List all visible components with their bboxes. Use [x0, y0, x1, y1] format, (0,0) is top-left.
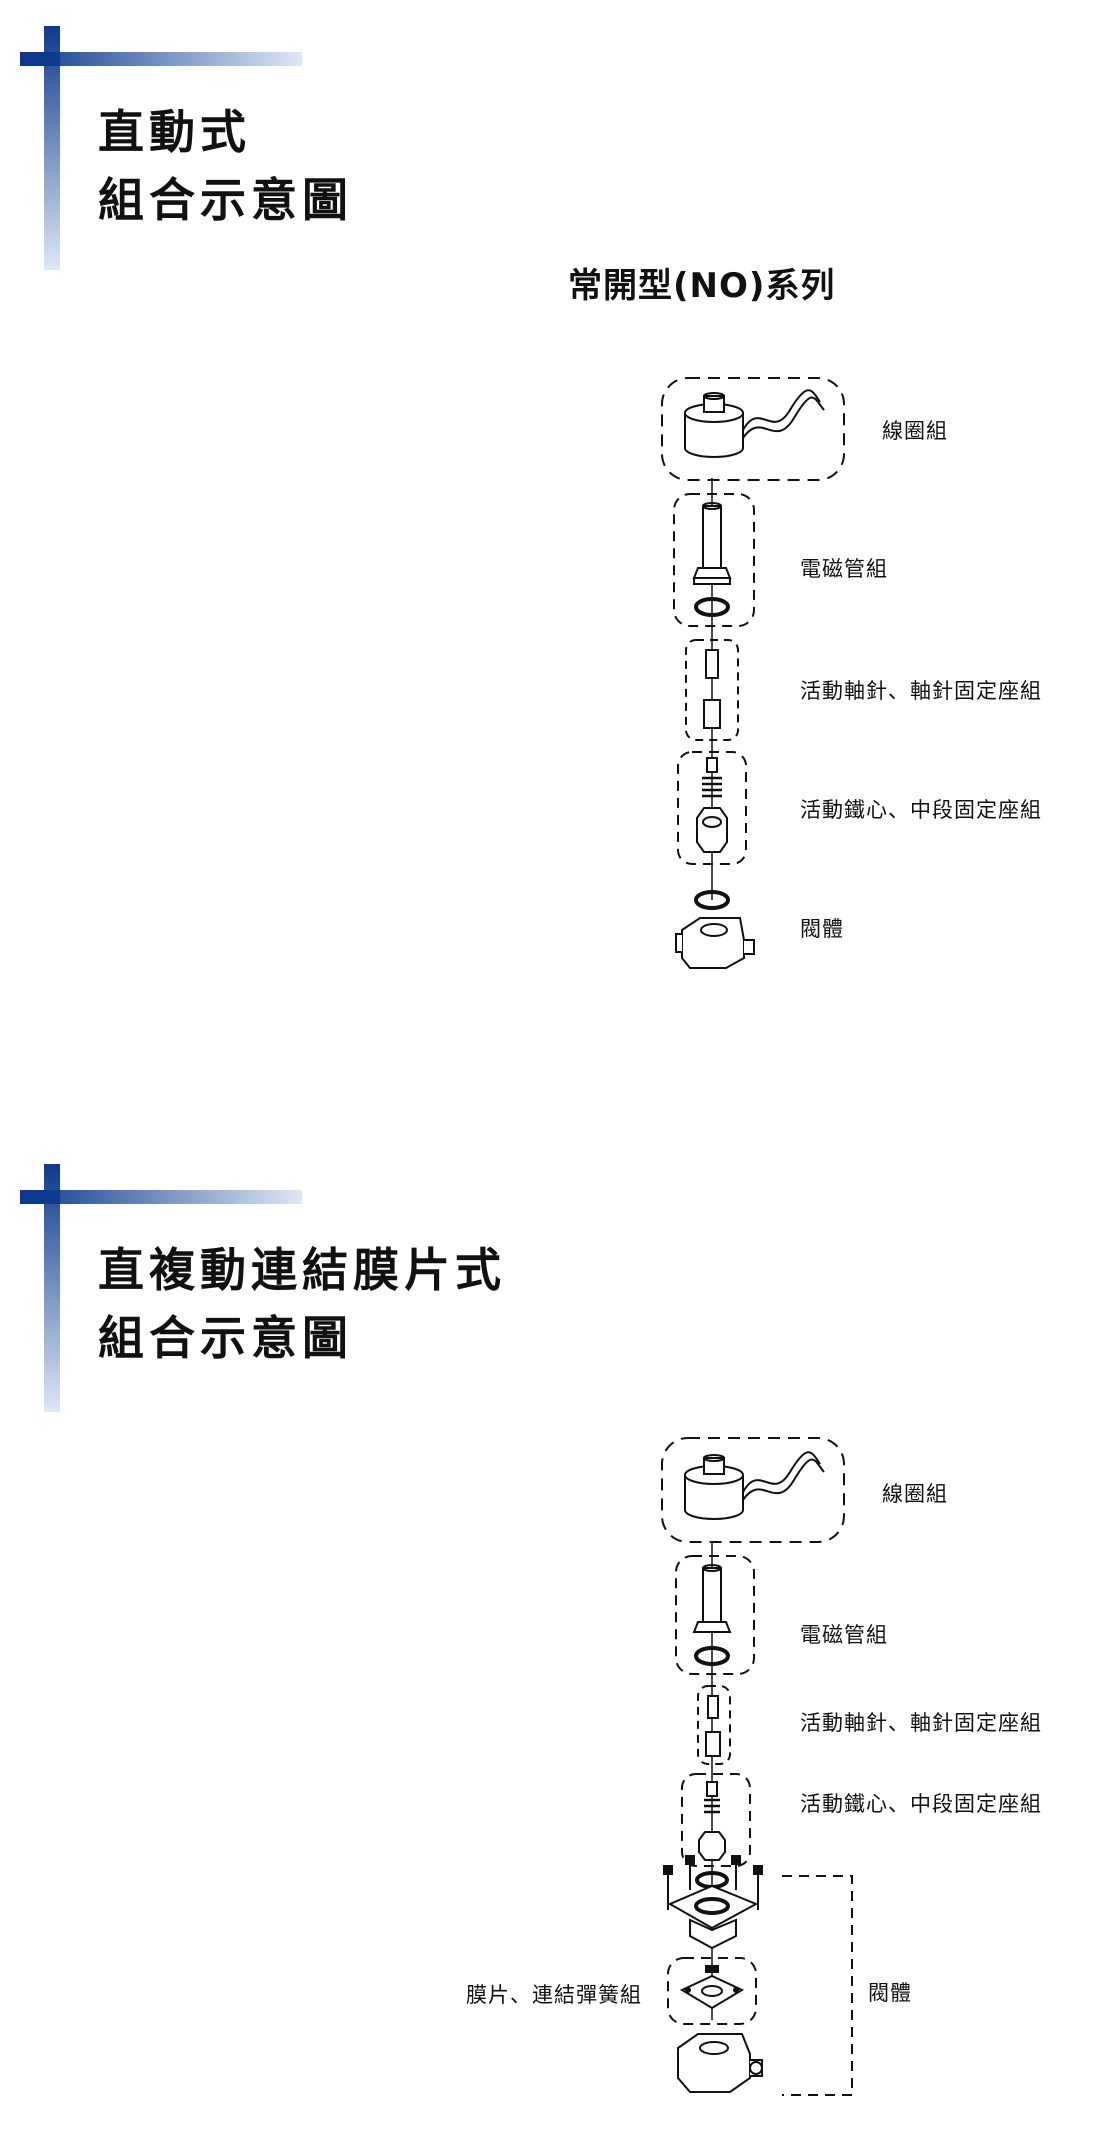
core-group-frame — [681, 1773, 751, 1867]
label-valve-body: 閥體 — [868, 1981, 912, 2005]
heading-line-1: 直複動連結膜片式 — [98, 1243, 506, 1297]
diaphragm-icon — [679, 1965, 745, 2010]
solenoid-tube-frame — [673, 493, 755, 627]
label-diaphragm-group: 膜片、連結彈簧組 — [466, 1983, 642, 2007]
section-direct-acting: 直動式 組合示意圖 常開型(NO)系列 — [20, 26, 1042, 969]
section-pilot-diaphragm: 直複動連結膜片式 組合示意圖 — [0, 1150, 1100, 2124]
valve-body-bracket — [782, 1875, 853, 2096]
label-solenoid-tube-group: 電磁管組 — [800, 1623, 888, 1647]
coil-group-frame — [661, 1437, 845, 1543]
title-decoration — [20, 26, 302, 270]
label-pin-group: 活動軸針、軸針固定座組 — [800, 679, 1042, 703]
core-group-frame — [677, 751, 747, 865]
label-pin-group: 活動軸針、軸針固定座組 — [800, 1711, 1042, 1735]
exploded-diagram — [661, 377, 845, 969]
valve-body-icon — [677, 2033, 763, 2093]
solenoid-tube-frame — [675, 1555, 755, 1675]
page-heading: 直動式 組合示意圖 — [98, 98, 353, 234]
label-solenoid-tube-group: 電磁管組 — [800, 557, 888, 581]
label-valve-body: 閥體 — [800, 917, 844, 941]
coil-icon — [684, 389, 825, 458]
label-core-group: 活動鐵心、中段固定座組 — [800, 1792, 1042, 1816]
coil-group-frame — [661, 377, 845, 481]
core-icon — [696, 757, 728, 853]
title-decoration — [20, 1164, 302, 1412]
page-heading: 直複動連結膜片式 組合示意圖 — [98, 1236, 506, 1372]
exploded-diagram — [661, 1437, 853, 2096]
label-coil-group: 線圈組 — [882, 419, 948, 443]
valve-cover-icon — [667, 1871, 759, 1950]
core-icon — [698, 1781, 726, 1861]
label-coil-group: 線圈組 — [882, 1482, 948, 1506]
pin-group-frame — [685, 639, 739, 741]
series-subtitle: 常開型(NO)系列 — [568, 266, 836, 306]
solenoid-tube-icon — [692, 502, 732, 617]
valve-body-icon — [675, 890, 755, 969]
pin-group-frame — [697, 1685, 731, 1765]
screw-icons — [663, 1855, 763, 1910]
solenoid-tube-icon — [692, 1564, 732, 1666]
pin-icon — [703, 649, 721, 729]
label-core-group: 活動鐵心、中段固定座組 — [800, 798, 1042, 822]
heading-line-2: 組合示意圖 — [98, 173, 353, 227]
coil-icon — [684, 1451, 825, 1520]
pin-icon — [705, 1695, 721, 1757]
heading-line-2: 組合示意圖 — [98, 1311, 353, 1365]
heading-line-1: 直動式 — [98, 105, 251, 159]
